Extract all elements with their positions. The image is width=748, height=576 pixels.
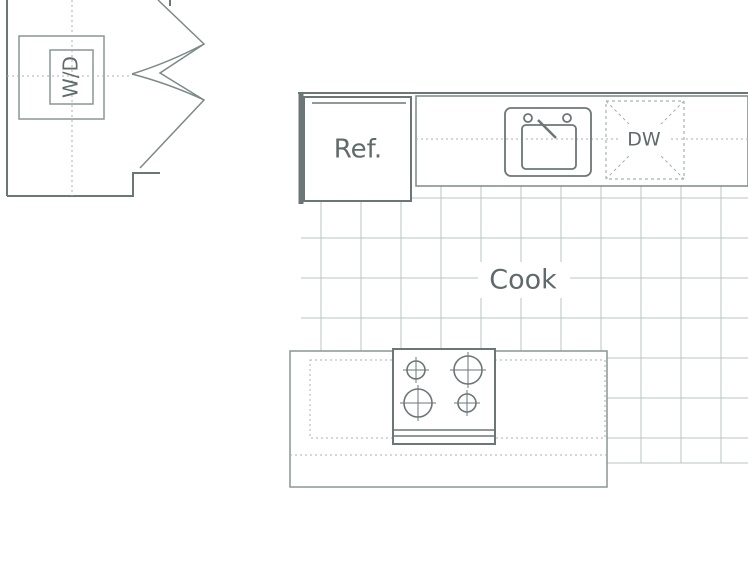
laundry-closet-bottom-wall	[7, 172, 160, 197]
refrigerator: Ref.	[303, 96, 412, 202]
laundry-closet	[6, 0, 171, 197]
kitchen-label-group: Cook	[478, 262, 570, 298]
sink-faucet-spout	[537, 119, 557, 139]
door-swing-arc-bottom	[131, 73, 205, 101]
dishwasher-label-bg	[620, 124, 668, 154]
cooktop-outline	[392, 348, 496, 445]
refrigerator-outline	[303, 96, 412, 202]
counter-outline	[415, 95, 748, 187]
dishwasher-label: DW	[627, 129, 661, 151]
sink-faucet-knob-left	[523, 113, 533, 123]
kitchen-walls	[298, 92, 748, 204]
sink-faucet-knob-right	[562, 113, 572, 123]
washer-dryer-label: W/D	[59, 56, 83, 98]
sink-outline	[504, 107, 592, 177]
washer-dryer-outline	[18, 35, 105, 120]
kitchen-counter	[415, 95, 748, 187]
sink-basin	[521, 124, 577, 170]
washer-dryer-unit: W/D	[7, 0, 130, 196]
door-swing-arc-top	[131, 43, 205, 75]
dishwasher-outline	[605, 100, 685, 180]
bifold-door-panels	[139, 0, 206, 169]
cooktop	[392, 348, 496, 445]
kitchen-label-bg	[478, 262, 570, 298]
dishwasher: DW	[605, 100, 685, 180]
kitchen-label: Cook	[489, 265, 557, 296]
kitchen-sink	[504, 107, 592, 177]
closet-bifold-doors	[131, 0, 206, 169]
refrigerator-label: Ref.	[334, 135, 382, 165]
